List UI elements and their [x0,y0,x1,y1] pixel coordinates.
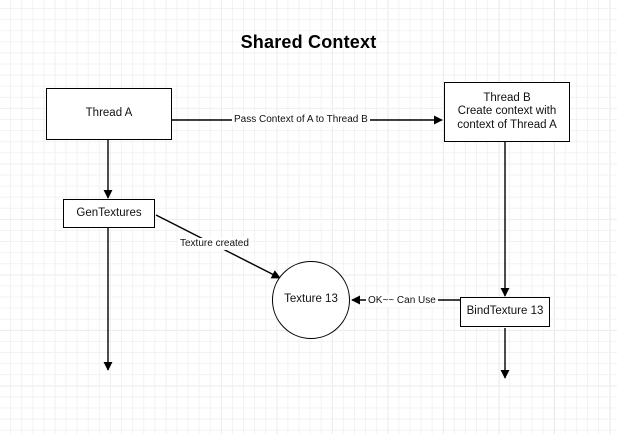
node-bindtexture-13-label: BindTexture 13 [466,305,544,318]
node-thread-b[interactable]: Thread B Create context with context of … [444,82,570,142]
node-thread-a-label: Thread A [85,107,133,120]
node-texture-13[interactable]: Texture 13 [272,261,350,339]
node-thread-b-label-1: Thread B [483,91,531,104]
node-texture-13-label: Texture 13 [284,293,338,306]
node-gentextures-label: GenTextures [76,206,142,219]
edge-label-pass-context: Pass Context of A to Thread B [232,114,370,126]
node-bindtexture-13[interactable]: BindTexture 13 [460,297,550,327]
page-title: Shared Context [240,32,377,52]
node-thread-a[interactable]: Thread A [46,88,172,140]
edge-label-ok-can-use: OK~~ Can Use [366,295,438,307]
edge-label-texture-created: Texture created [178,238,251,250]
node-thread-b-label-2: Create context with [457,105,557,118]
node-thread-b-label-3: context of Thread A [457,118,557,131]
node-gentextures[interactable]: GenTextures [63,199,155,228]
